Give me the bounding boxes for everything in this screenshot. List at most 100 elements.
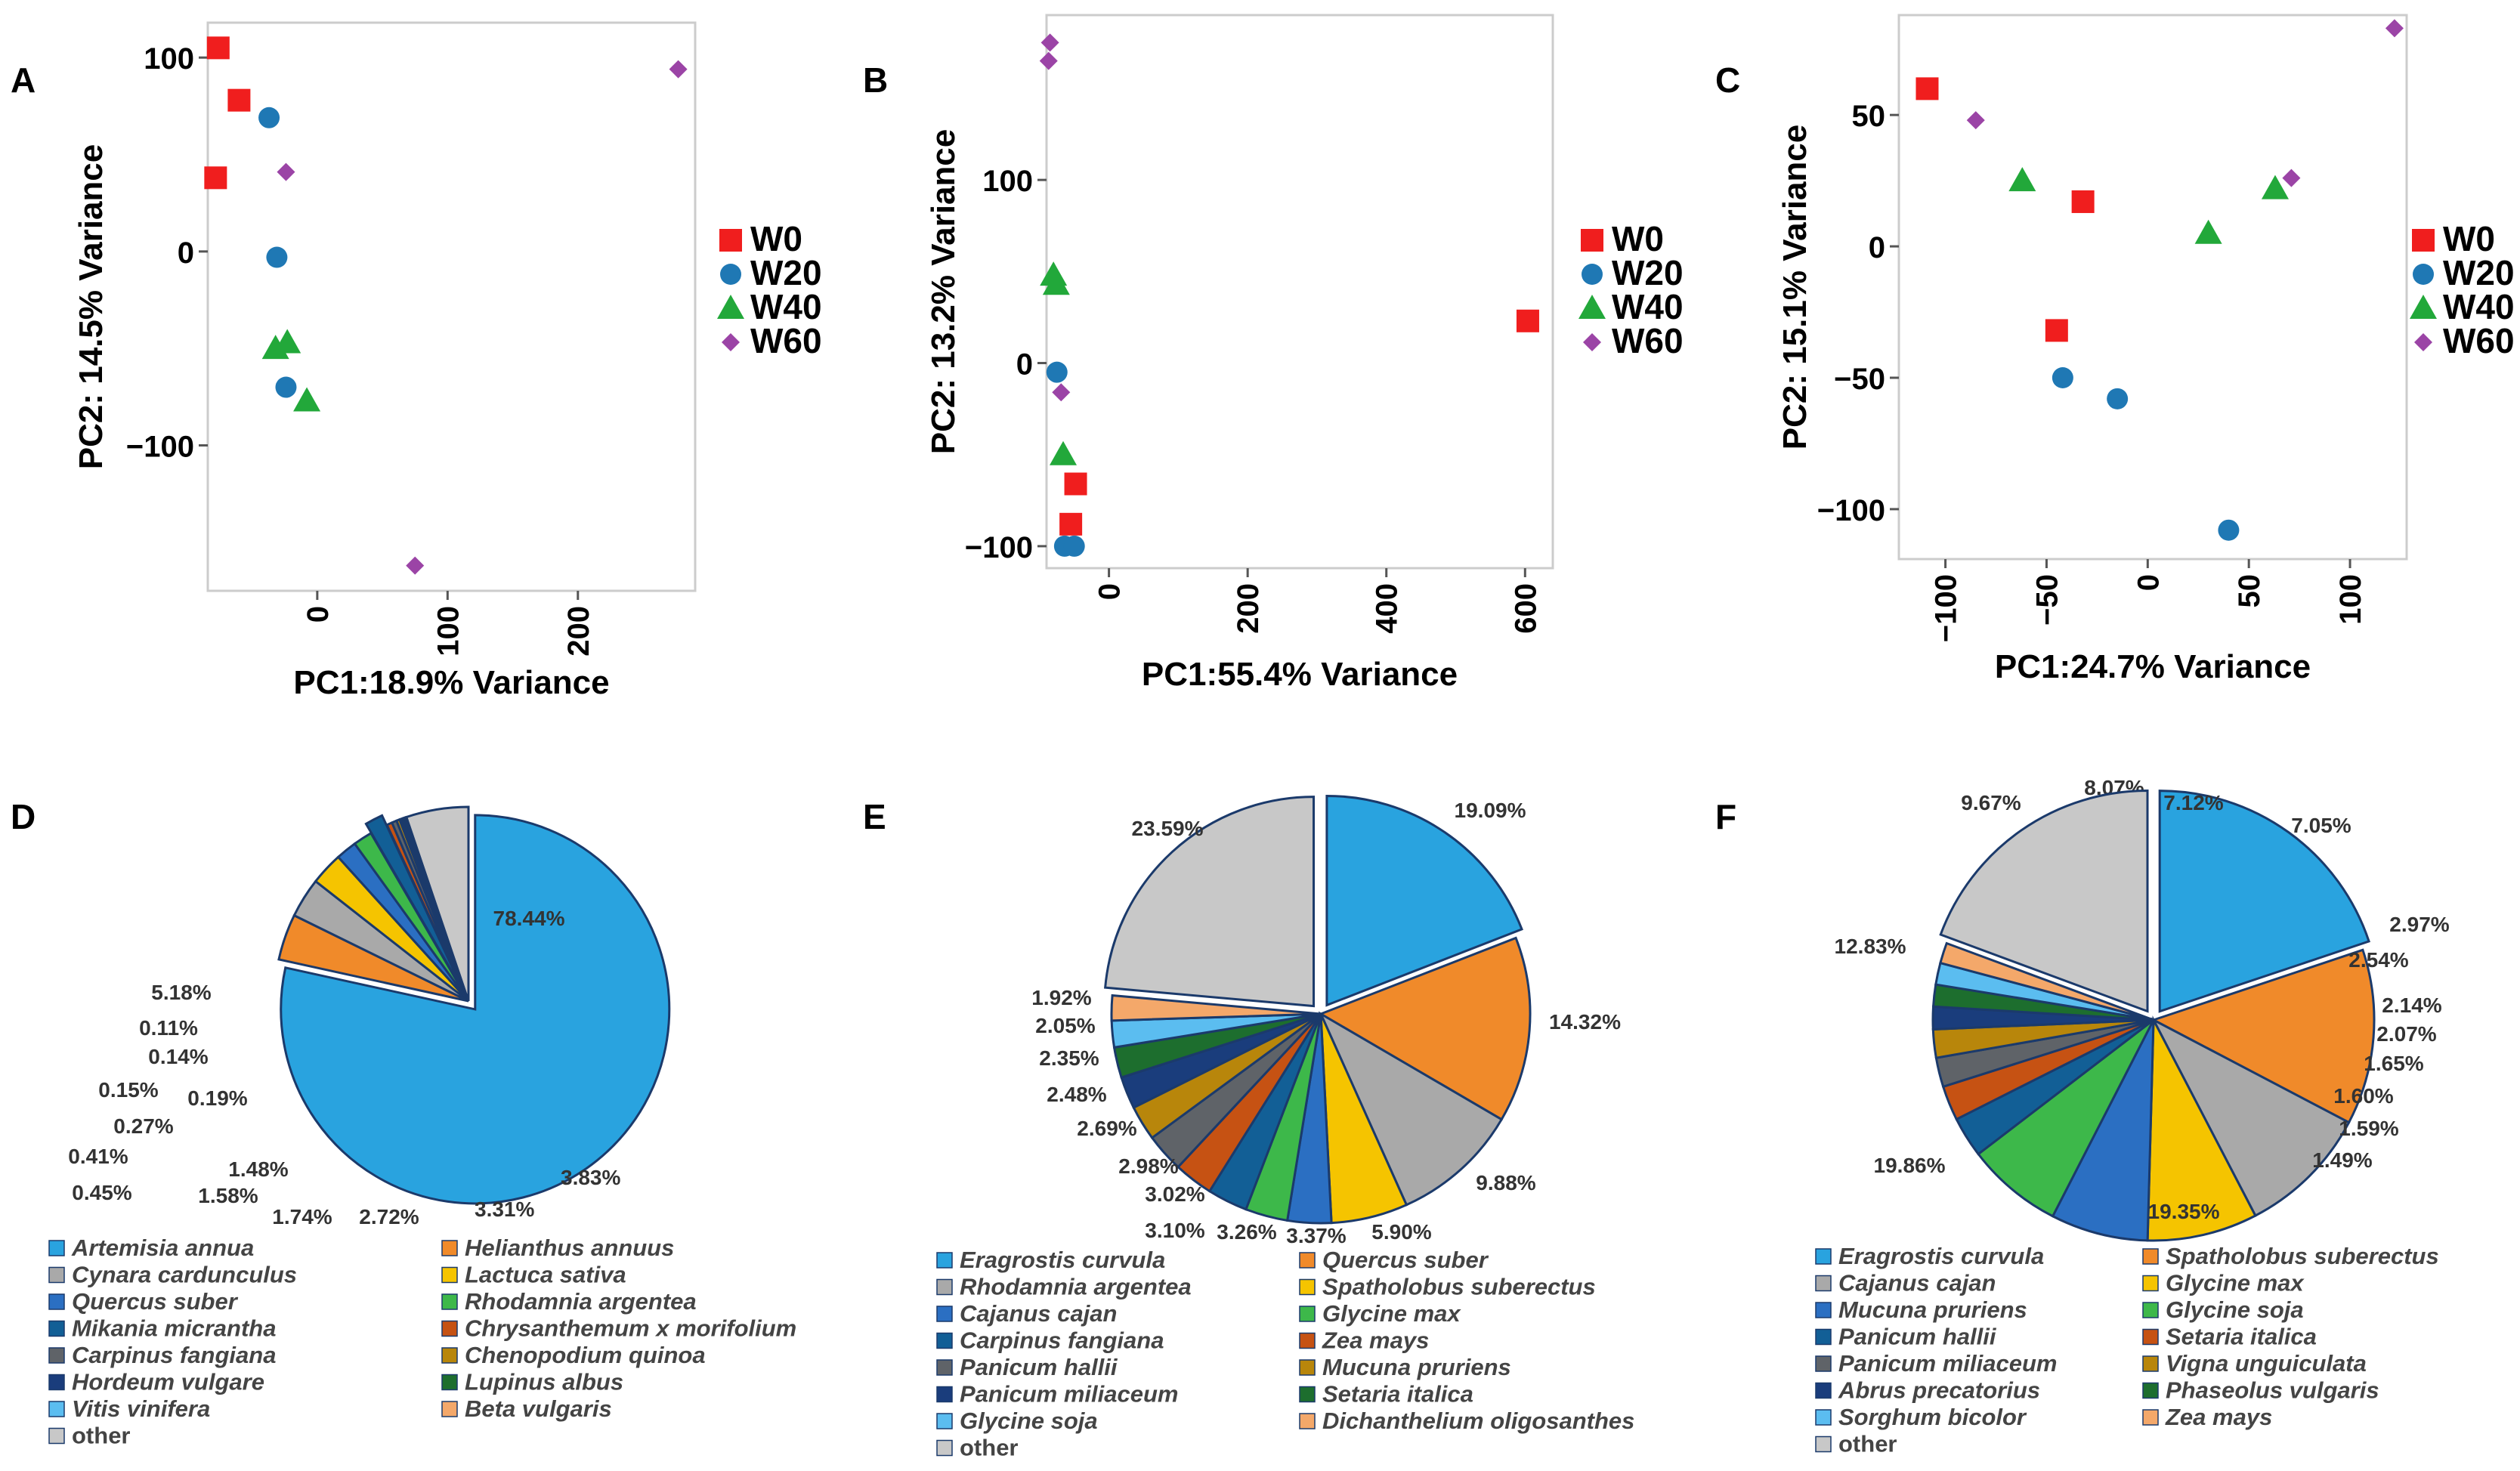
x-axis-label: PC1:18.9% Variance: [293, 664, 609, 701]
data-point-w20: [258, 107, 280, 128]
legend-swatch: [1815, 1409, 1832, 1426]
legend-swatch: [936, 1359, 953, 1376]
data-point-w40: [1050, 440, 1078, 465]
data-point-w0: [2071, 190, 2095, 213]
legend-swatch: [1299, 1252, 1316, 1269]
data-point-w0: [227, 88, 251, 112]
x-tick-label: −100: [1930, 574, 1963, 642]
legend-label: Panicum miliaceum: [960, 1381, 1178, 1408]
pie-slice: [364, 814, 465, 993]
slice-value-label: 0.14%: [148, 1045, 208, 1068]
legend-swatch: [1299, 1332, 1316, 1349]
y-axis-label: PC2: 15.1% Variance: [1776, 125, 1813, 450]
legend-label: Hordeum vulgare: [72, 1369, 264, 1395]
slice-value-label: 0.15%: [98, 1078, 158, 1102]
legend-swatch: [48, 1427, 65, 1445]
legend-label: W20: [1612, 253, 1684, 292]
pie-slice: [2151, 1017, 2351, 1218]
legend-label: Cynara cardunculus: [72, 1262, 297, 1288]
data-point-w40: [274, 329, 301, 354]
data-point-w0: [1059, 512, 1083, 536]
data-point-w40: [2008, 167, 2036, 192]
data-point-w40: [293, 387, 321, 412]
slice-value-label: 3.83%: [561, 1166, 620, 1189]
x-axis-label: PC1:55.4% Variance: [1142, 656, 1458, 693]
slice-value-label: 0.11%: [139, 1016, 198, 1040]
pie-panel-f: F19.86%12.83%9.67%8.07%7.12%7.05%2.97%2.…: [1715, 776, 2450, 1457]
legend-label: Rhodamnia argentea: [960, 1274, 1192, 1300]
legend-swatch: [1299, 1359, 1316, 1376]
slice-value-label: 2.69%: [1077, 1117, 1136, 1140]
slice-value-label: 19.09%: [1455, 799, 1526, 822]
legend-swatch: [48, 1347, 65, 1364]
legend-label: W0: [1612, 219, 1664, 258]
legend-label: Glycine max: [1322, 1300, 1461, 1327]
legend-label: W40: [1612, 287, 1684, 326]
data-point-w20: [1063, 535, 1085, 557]
slice-value-label: 3.31%: [475, 1198, 534, 1221]
legend-label: Vigna unguiculata: [2166, 1350, 2367, 1377]
slice-value-label: 78.44%: [493, 907, 565, 930]
legend-label: Setaria italica: [2166, 1324, 2317, 1350]
data-point-w20: [2107, 388, 2129, 409]
legend-swatch: [936, 1278, 953, 1296]
slice-value-label: 1.48%: [228, 1157, 288, 1181]
legend-swatch: [1815, 1435, 1832, 1453]
slice-value-label: 2.14%: [2382, 994, 2441, 1017]
slice-value-label: 14.32%: [1549, 1010, 1621, 1034]
legend-label: Panicum hallii: [1838, 1324, 1997, 1350]
x-tick-label: 0: [1093, 583, 1127, 600]
x-tick-label: 100: [2334, 574, 2367, 625]
data-point-w0: [206, 36, 230, 60]
panel-label: E: [863, 797, 886, 836]
legend-marker-w20: [2413, 264, 2434, 285]
legend-marker-w60: [1583, 333, 1601, 351]
legend-swatch: [936, 1439, 953, 1457]
legend-label: other: [1838, 1431, 1897, 1457]
legend-label: Dichanthelium oligosanthes: [1322, 1408, 1634, 1434]
legend-label: Glycine max: [2166, 1270, 2305, 1296]
panel-label: B: [863, 60, 888, 100]
legend-label: Spatholobus suberectus: [1322, 1274, 1596, 1300]
x-tick-label: 400: [1371, 583, 1404, 634]
slice-value-label: 2.98%: [1118, 1154, 1178, 1178]
legend-label: Eragrostis curvula: [1838, 1243, 2044, 1269]
legend-swatch: [48, 1266, 65, 1284]
legend-label: Beta vulgaris: [465, 1395, 612, 1422]
slice-value-label: 3.37%: [1286, 1224, 1346, 1247]
legend-label: Setaria italica: [1322, 1381, 1473, 1408]
legend-label: Panicum hallii: [960, 1354, 1118, 1380]
legend-label: W20: [750, 253, 822, 292]
legend-swatch: [441, 1401, 458, 1417]
x-axis-label: PC1:24.7% Variance: [1995, 648, 2311, 685]
slice-value-label: 1.65%: [2364, 1052, 2423, 1075]
legend-swatch: [2142, 1275, 2159, 1292]
data-point-w40: [2194, 219, 2222, 244]
legend-marker-w0: [719, 229, 742, 252]
pie-slice: [2051, 1019, 2155, 1242]
legend-label: Cajanus cajan: [1838, 1270, 1996, 1296]
legend-swatch: [936, 1306, 953, 1322]
y-tick-label: −100: [126, 431, 194, 464]
slice-value-label: 19.35%: [2148, 1200, 2220, 1223]
data-point-w20: [266, 246, 288, 268]
legend-marker-w20: [720, 264, 741, 285]
legend-swatch: [936, 1386, 953, 1403]
legend-label: Panicum miliaceum: [1838, 1350, 2057, 1377]
slice-value-label: 1.74%: [272, 1205, 332, 1228]
legend-swatch: [1815, 1355, 1832, 1372]
legend-label: Artemisia annua: [71, 1235, 254, 1261]
slice-value-label: 1.58%: [198, 1184, 258, 1207]
legend-swatch: [441, 1240, 458, 1256]
legend-swatch: [48, 1401, 65, 1417]
slice-value-label: 3.02%: [1145, 1182, 1204, 1206]
legend-swatch: [441, 1266, 458, 1284]
legend-label: W0: [750, 219, 802, 258]
legend-label: Abrus precatorius: [1838, 1377, 2040, 1404]
